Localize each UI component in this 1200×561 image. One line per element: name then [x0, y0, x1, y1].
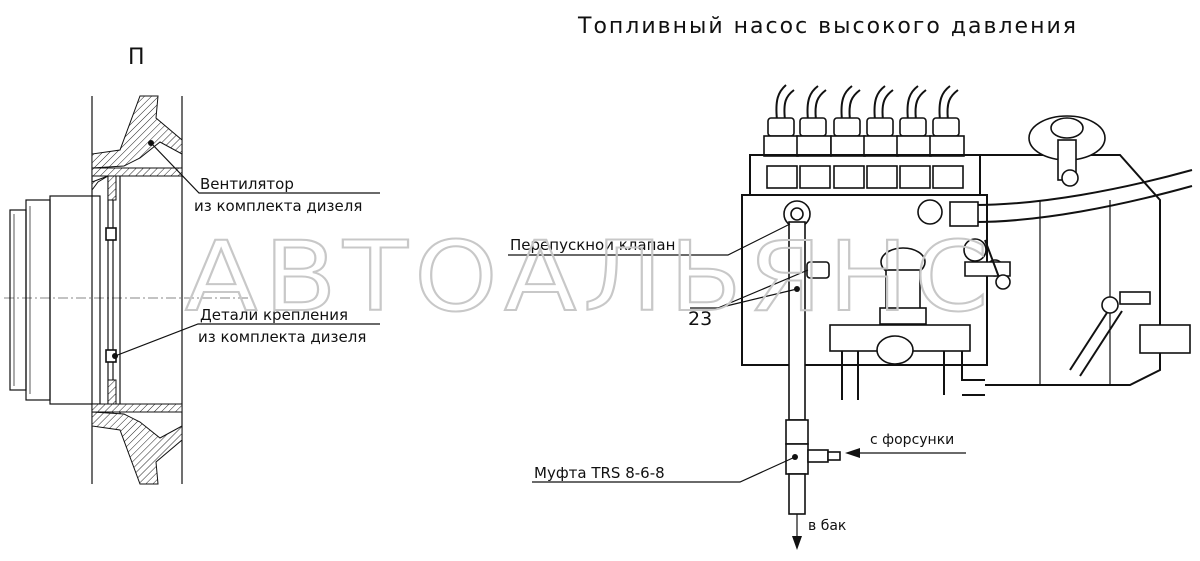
pump-annotations: Перепускной клапан 23 Муфта TRS 8-6-8 с … [508, 223, 966, 550]
fan-section-view: П Вентилятор из комплекта дизеля [4, 45, 380, 485]
drawing-title: Топливный насос высокого давления [577, 14, 1078, 39]
to-tank-label: в бак [808, 518, 846, 534]
mount-label-line1: Детали крепления [200, 306, 348, 324]
item-number-label: 23 [688, 308, 712, 330]
plunger-cells [766, 165, 964, 189]
fan-label-line1: Вентилятор [200, 175, 294, 193]
view-label: П [128, 45, 145, 70]
watermark: АВТОАЛЬЯНС [185, 221, 995, 333]
bypass-valve-label: Перепускной клапан [510, 236, 675, 254]
from-injectors-label: с форсунки [870, 432, 954, 448]
coupling-label: Муфта TRS 8-6-8 [534, 464, 665, 482]
delivery-valve-fittings [763, 117, 965, 157]
fuel-pump-view [741, 84, 1193, 515]
mount-label-line2: из комплекта дизеля [198, 328, 366, 346]
fan-label-line2: из комплекта дизеля [194, 197, 362, 215]
